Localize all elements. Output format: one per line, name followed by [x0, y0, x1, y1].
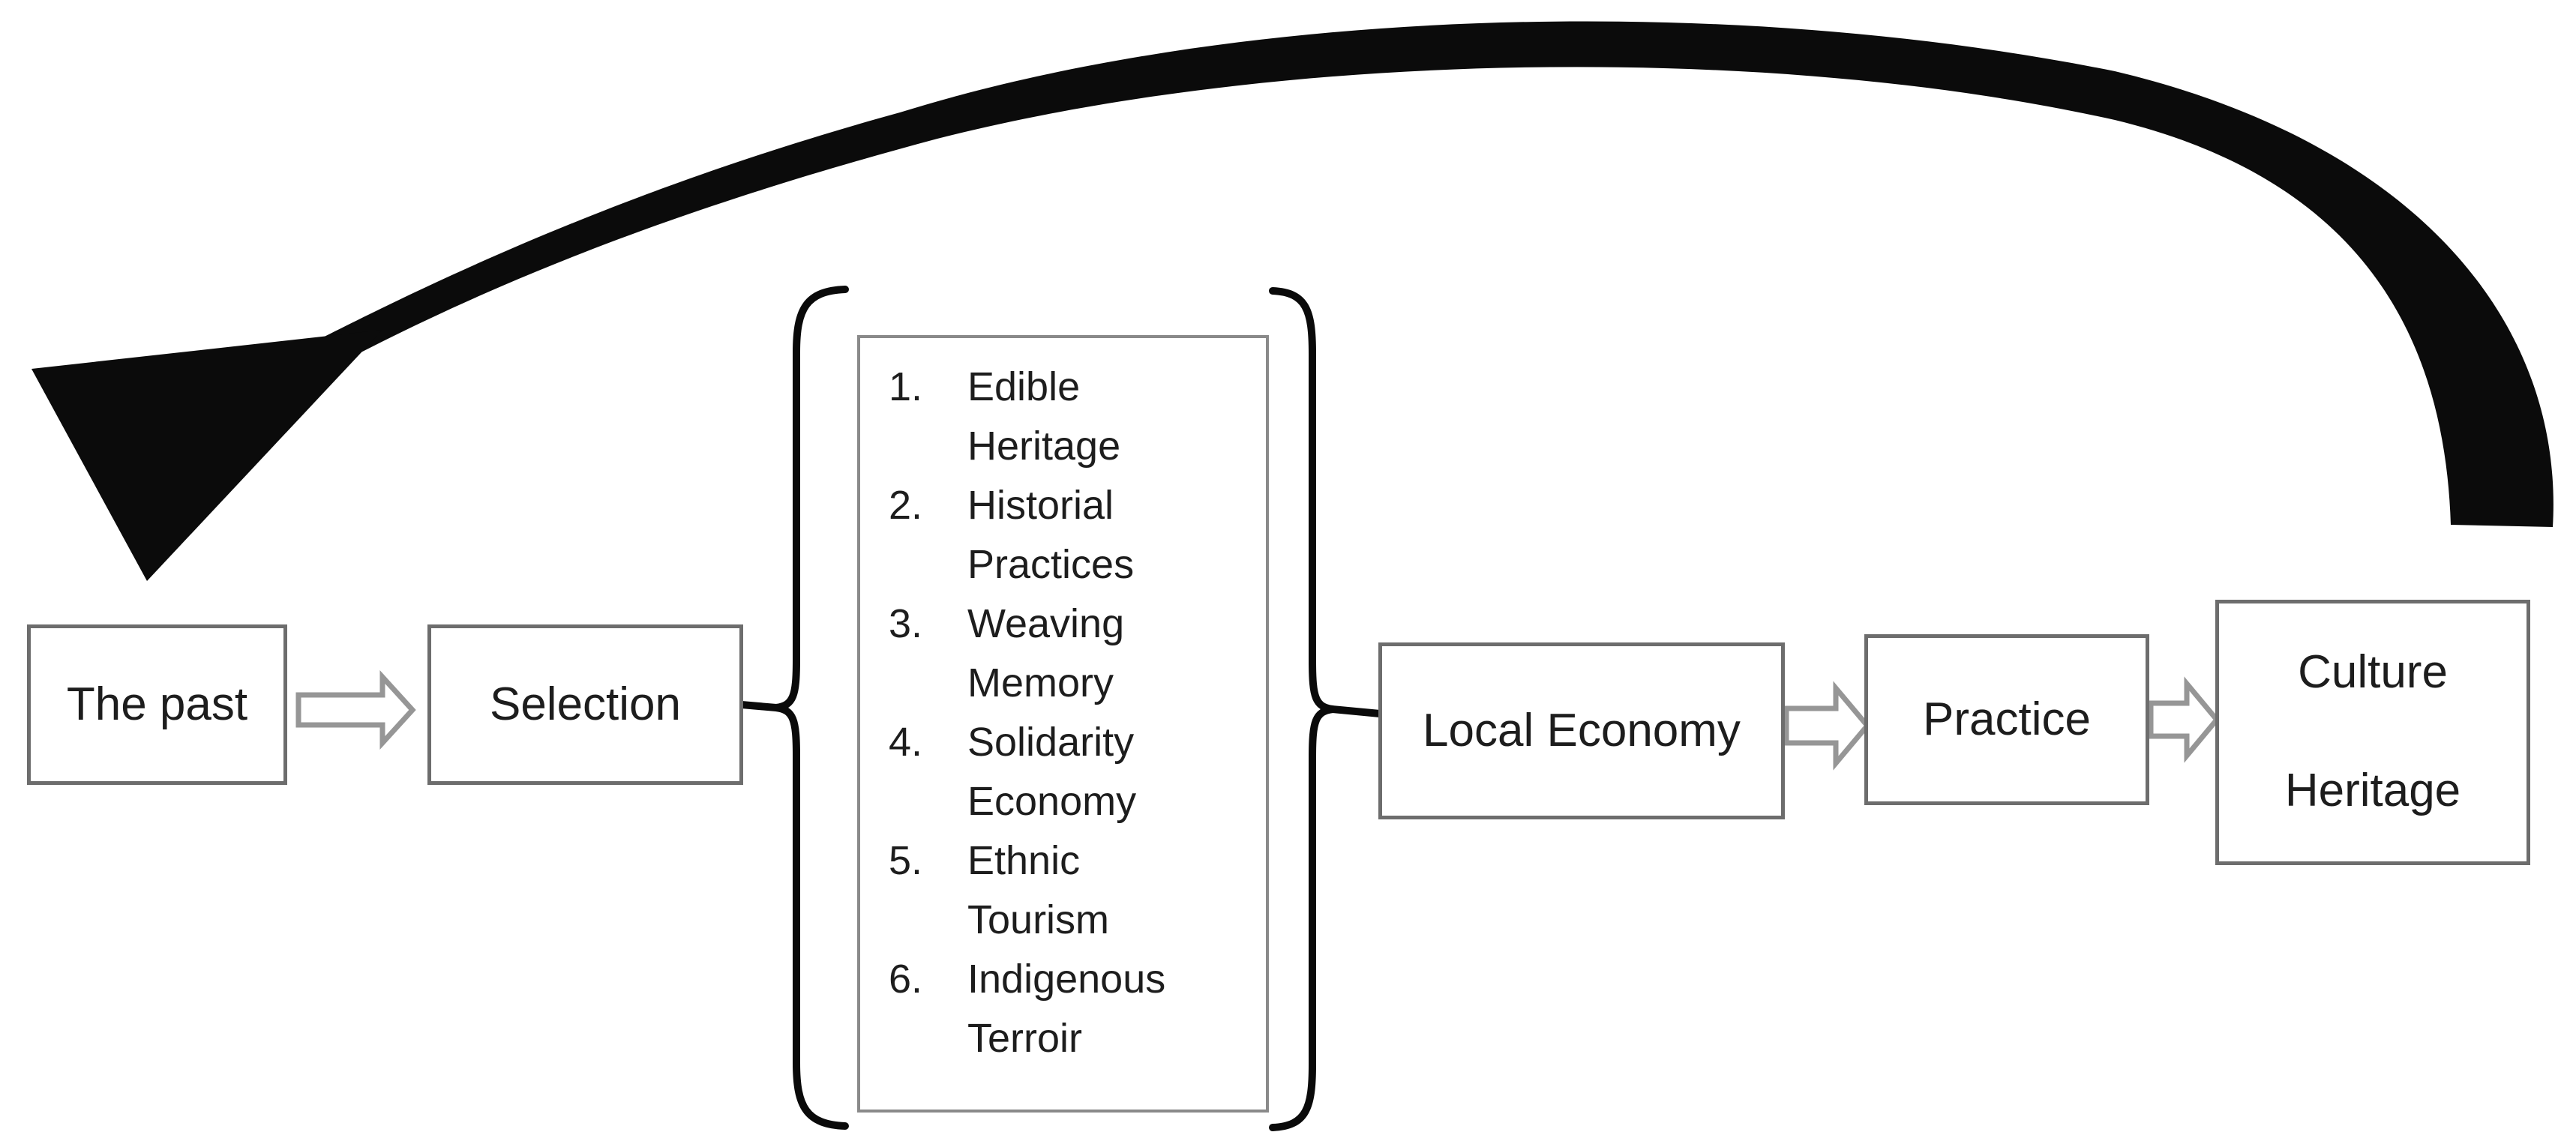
list-item-text: Solidarity Economy: [967, 720, 1137, 824]
node-culture-heritage: Culture Heritage: [2215, 600, 2530, 865]
node-selection: Selection: [427, 624, 743, 785]
list-item-text: Edible Heritage: [967, 364, 1121, 469]
list-item: 6. Indigenous Terroir: [889, 950, 1251, 1068]
connector-brace-to-local-economy: [1329, 705, 1384, 717]
list-item-number: 2.: [889, 483, 923, 528]
right-curly-brace-icon: [1269, 287, 1333, 1131]
curved-return-arrow-head: [31, 330, 382, 581]
curved-return-arrow-shaft: [244, 21, 2554, 528]
node-culture-heritage-label-line1: Culture: [2298, 646, 2448, 698]
list-item-text: Indigenous Terroir: [967, 957, 1166, 1061]
connector-selection-to-brace: [738, 701, 780, 711]
node-selection-label: Selection: [489, 678, 682, 730]
list-item-number: 3.: [889, 601, 923, 646]
node-the-past-label: The past: [66, 678, 248, 730]
list-item: 2. Historial Practices: [889, 476, 1251, 594]
list-item-number: 6.: [889, 957, 923, 1002]
list-item-number: 4.: [889, 720, 923, 765]
list-item-text: Ethnic Tourism: [967, 838, 1110, 942]
list-item-text: Weaving Memory: [967, 601, 1125, 705]
list-item: 5. Ethnic Tourism: [889, 831, 1251, 950]
node-the-past: The past: [27, 624, 287, 785]
left-curly-brace-icon: [775, 286, 849, 1130]
node-practice-label: Practice: [1923, 693, 2091, 745]
flow-arrow-past-to-selection-icon: [295, 669, 416, 750]
node-practice: Practice: [1864, 634, 2149, 805]
flow-arrow-practice-to-culture-icon: [2148, 676, 2221, 763]
flow-arrow-economy-to-practice-icon: [1783, 681, 1871, 771]
node-culture-heritage-label-line2: Heritage: [2284, 764, 2461, 816]
list-item: 1. Edible Heritage: [889, 358, 1251, 476]
list-item-text: Historial Practices: [967, 483, 1135, 587]
list-item-number: 5.: [889, 838, 923, 883]
list-item: 4. Solidarity Economy: [889, 713, 1251, 831]
list-item-number: 1.: [889, 364, 923, 409]
list-item: 3. Weaving Memory: [889, 594, 1251, 713]
selection-criteria-list: 1. Edible Heritage 2. Historial Practice…: [857, 335, 1269, 1113]
node-local-economy-label: Local Economy: [1423, 704, 1741, 756]
node-local-economy: Local Economy: [1378, 642, 1785, 819]
